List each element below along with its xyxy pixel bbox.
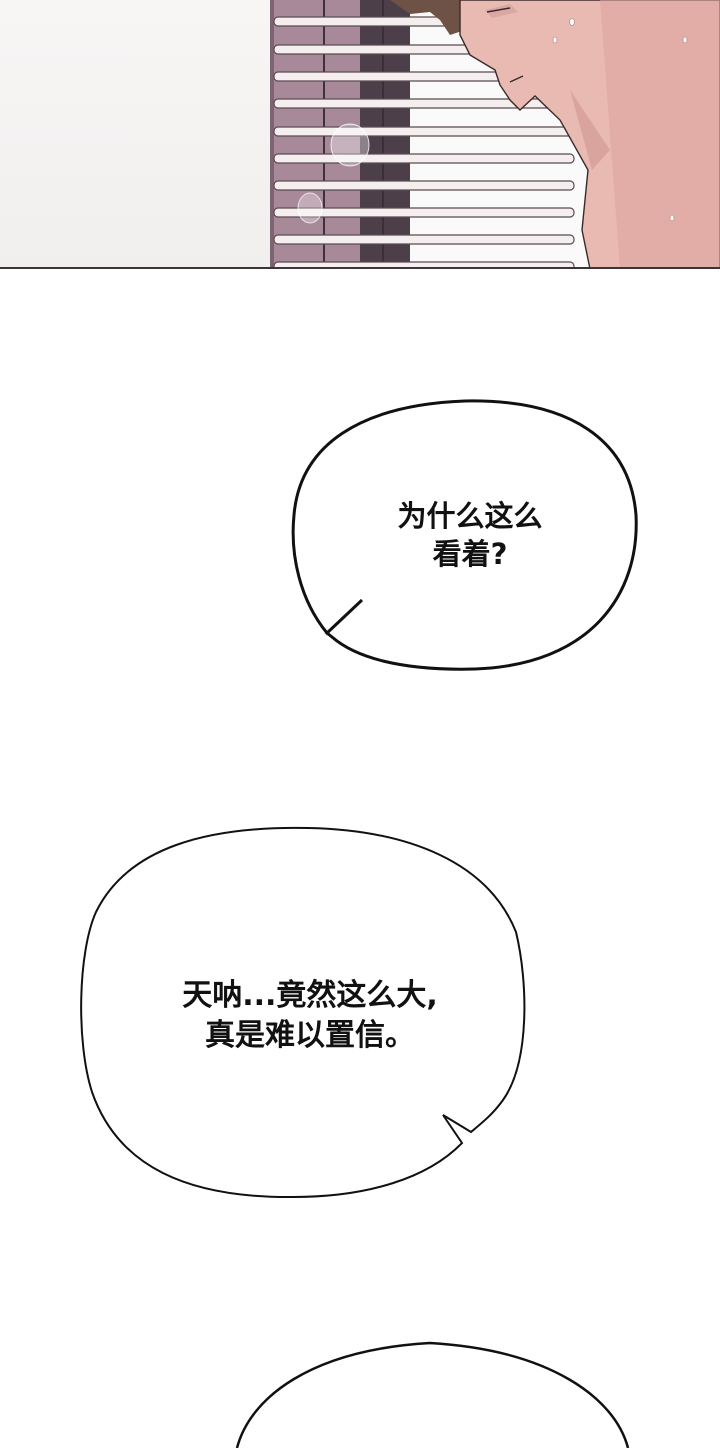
speech-bubble-1-text: 为什么这么 看着? bbox=[330, 497, 610, 574]
speech-bubble-2-text: 天呐...竟然这么大, 真是难以置信。 bbox=[110, 976, 510, 1055]
bubble-2-line-2: 真是难以置信。 bbox=[205, 1017, 415, 1053]
window-blinds-illustration bbox=[270, 0, 720, 269]
panel-border bbox=[0, 267, 720, 269]
speech-bubble-1 bbox=[291, 399, 638, 671]
bubble-2-line-1: 天呐...竟然这么大, bbox=[182, 978, 438, 1013]
bubble-1-line-1: 为什么这么 bbox=[397, 499, 543, 533]
wall-background bbox=[0, 0, 270, 269]
speech-bubble-3 bbox=[235, 1341, 630, 1448]
speech-bubble-2 bbox=[80, 826, 526, 1199]
comic-panel-window bbox=[0, 0, 720, 269]
bubble-1-line-2: 看着? bbox=[432, 537, 508, 572]
